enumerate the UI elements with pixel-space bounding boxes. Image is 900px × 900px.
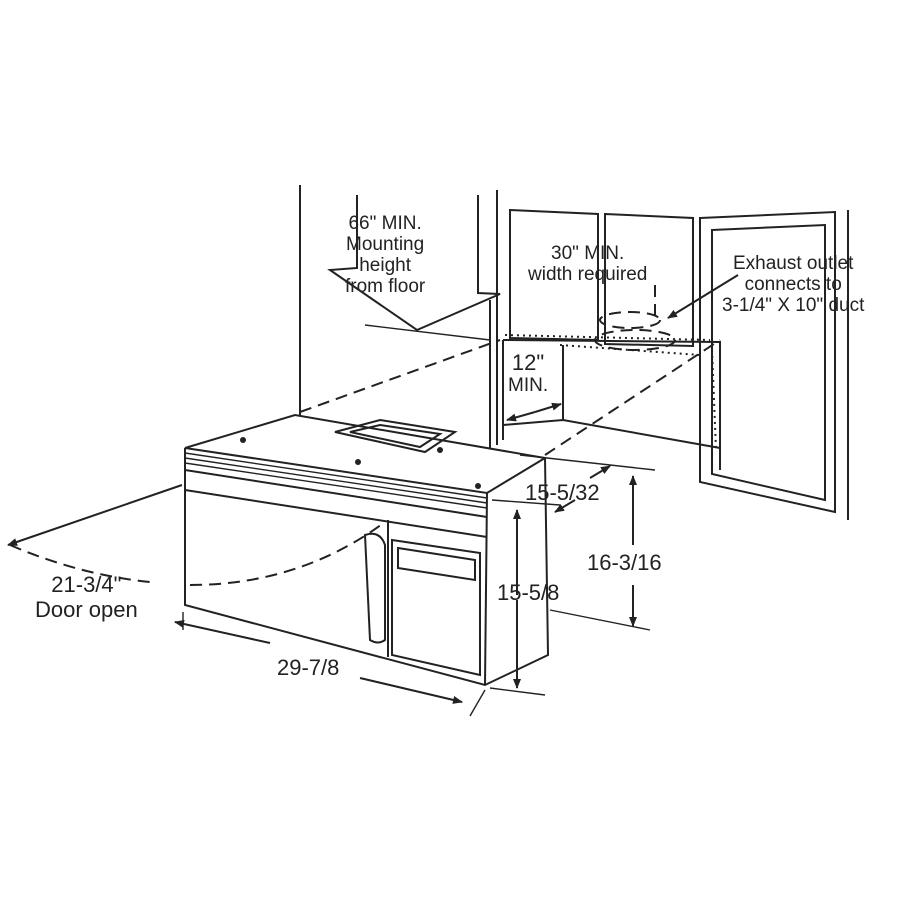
label-line: width required [528,264,648,285]
label-line: 66" MIN. [348,213,422,234]
depth-dimension: 15-5/32 [525,480,600,505]
exhaust-duct [594,285,676,351]
label-line: Door open [35,597,138,622]
mounting-height-label: 66" MIN. Mounting height from floor [345,213,425,297]
microwave [184,413,550,687]
label-line: height [359,255,412,276]
label-line: 21-3/4" [51,572,122,597]
label-line: MIN. [508,375,549,396]
label-line: 3-1/4" X 10" duct [722,295,865,316]
label-line: Mounting [346,234,425,255]
wall [299,185,498,448]
label-line: 30" MIN. [551,243,625,264]
label-line: from floor [345,276,426,297]
dimension-lines [7,274,739,717]
upper-cabinets [502,208,849,520]
width-dimension: 29-7/8 [277,655,340,680]
exhaust-outlet-label: Exhaust outlet connects to 3-1/4" X 10" … [722,253,864,316]
label-line: connects to [744,274,842,295]
width-required-label: 30" MIN. width required [528,243,647,285]
height-dimension: 15-5/8 [497,580,560,605]
label-line: 12" [511,350,545,375]
clearance-label: 12" MIN. [508,350,548,396]
label-line: Exhaust outlet [732,253,854,274]
mounting-height-arrow [327,195,501,332]
door-open-dimension: 21-3/4" Door open [35,572,138,622]
total-height-dimension: 16-3/16 [587,550,662,575]
